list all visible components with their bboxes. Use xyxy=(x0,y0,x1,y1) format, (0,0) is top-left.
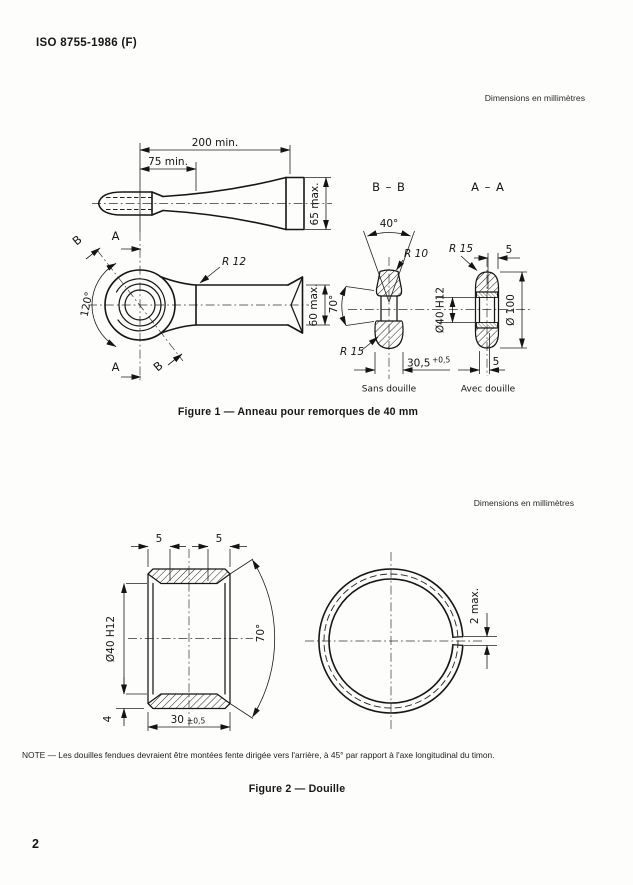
avec-douille-caption: Avec douille xyxy=(461,385,516,395)
angle-70-bb-label: 70° xyxy=(328,295,340,314)
figure1-section-bb: B – B 40° R 10 70° R 15 30,5 +0,5 Sans d… xyxy=(328,180,532,395)
section-a-marker-bottom: A xyxy=(112,360,121,374)
dim-60max-label: 60 max. xyxy=(308,284,320,327)
chamfer-5-right-label: 5 xyxy=(216,533,223,545)
dim-5-top-label: 5 xyxy=(506,244,513,256)
section-a-marker-top: A xyxy=(112,229,121,243)
dim-30-tolerance: ±0,5 xyxy=(187,717,205,726)
dim-5-bottom-label: 5 xyxy=(493,356,500,368)
dim-30-label: 30 xyxy=(171,714,184,726)
section-b-marker-top: B xyxy=(70,232,86,248)
fig2-angle-70-label: 70° xyxy=(255,624,267,643)
dim-75-label: 75 min. xyxy=(148,156,188,168)
chamfer-5-left-label: 5 xyxy=(156,533,163,545)
figure1-profile-view: 200 min. 75 min. 65 max. xyxy=(92,137,332,232)
document-header: ISO 8755-1986 (F) xyxy=(36,37,137,49)
angle-40-label: 40° xyxy=(380,218,399,230)
angle-120-label: 120° xyxy=(79,291,96,318)
radius-r10-label: R 10 xyxy=(404,248,428,260)
dim-200-label: 200 min. xyxy=(192,137,239,149)
dim-4-label: 4 xyxy=(102,715,114,722)
fig2-dia-40-h12-label: Ø40 H12 xyxy=(105,616,117,662)
dim-65max-label: 65 max. xyxy=(309,183,321,226)
figure1-section-aa: A – A R 15 5 Ø 100 Ø40 H12 5 Avec douill… xyxy=(435,180,527,395)
radius-r15-bb-label: R 15 xyxy=(340,346,364,358)
figure2-caption: Figure 2 — Douille xyxy=(248,783,346,795)
section-aa-title: A – A xyxy=(471,180,505,194)
dim-305-label: 30,5 xyxy=(407,358,430,370)
dim-305-tolerance: +0,5 xyxy=(432,356,450,365)
note-text: NOTE — Les douilles fendues devraient êt… xyxy=(22,750,495,760)
dia-40-h12-label: Ø40 H12 xyxy=(435,287,447,333)
slot-2max-label: 2 max. xyxy=(469,588,481,624)
radius-r15-aa-label: R 15 xyxy=(449,243,473,255)
page-number: 2 xyxy=(32,837,39,851)
figure1-ring-view: 120° A A B B R 12 60 max. xyxy=(70,229,330,382)
sans-douille-caption: Sans douille xyxy=(362,385,417,395)
figure2-section-view: Ø40 H12 4 30 ±0,5 5 5 70° xyxy=(102,533,276,731)
section-bb-title: B – B xyxy=(372,180,406,194)
figure1-caption: Figure 1 — Anneau pour remorques de 40 m… xyxy=(177,406,419,418)
figure2-end-view: 2 max. xyxy=(305,552,497,731)
section-b-marker-bottom: B xyxy=(151,358,167,374)
dimensions-note-figure2: Dimensions en millimètres xyxy=(473,498,574,508)
radius-r12-label: R 12 xyxy=(222,256,246,268)
dimensions-note-figure1: Dimensions en millimètres xyxy=(484,93,585,103)
dia-100-label: Ø 100 xyxy=(505,294,517,326)
